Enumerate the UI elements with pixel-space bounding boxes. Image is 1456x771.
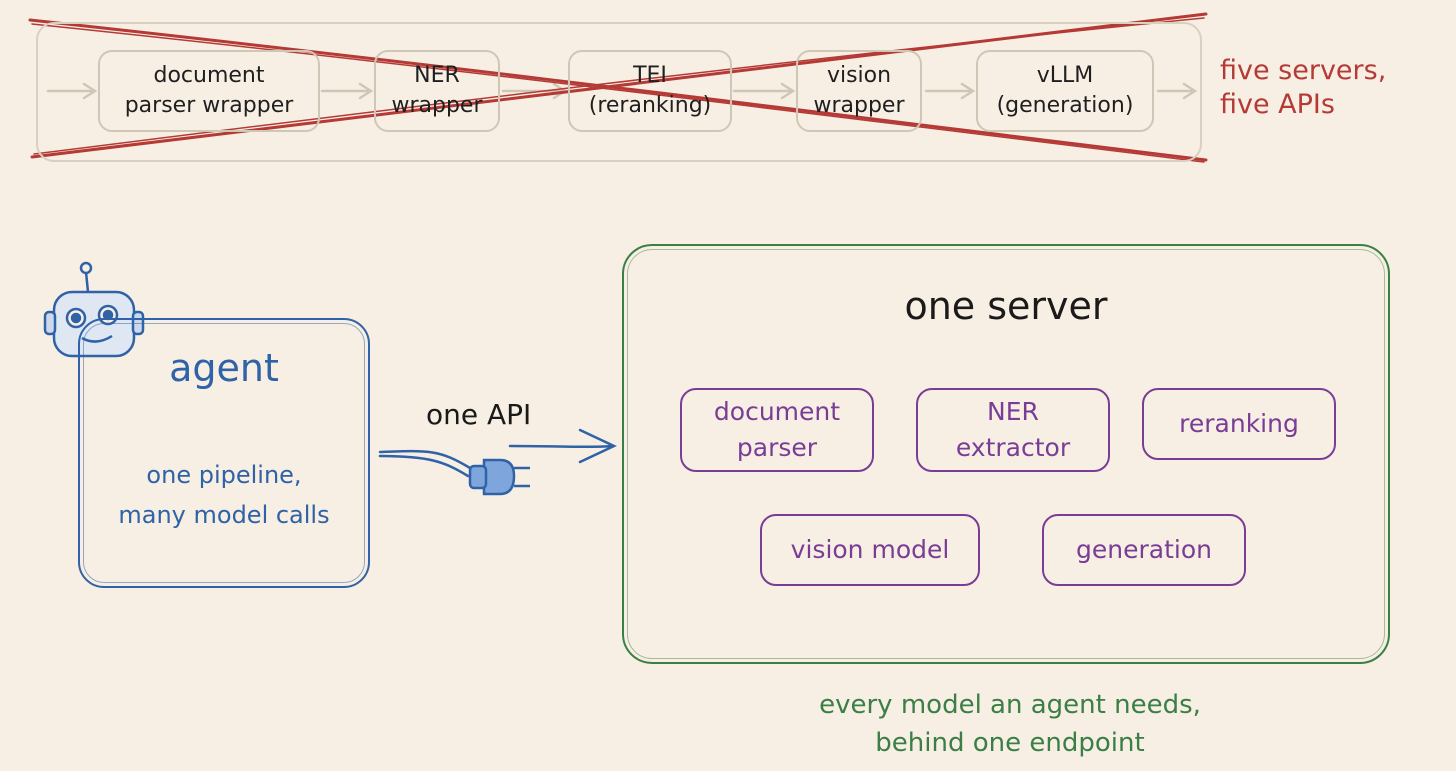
old-pipeline-note: five servers, five APIs	[1220, 55, 1387, 120]
old-box-tei: TEI (reranking)	[568, 50, 732, 132]
strike-through-lines	[28, 12, 1208, 163]
plug-icon	[468, 458, 530, 496]
agent-box	[78, 318, 370, 588]
module-reranking: reranking	[1142, 388, 1336, 460]
old-box-vllm: vLLM (generation)	[976, 50, 1154, 132]
old-box-ner: NER wrapper	[374, 50, 500, 132]
module-document-parser: document parser	[680, 388, 874, 472]
agent-title: agent	[169, 346, 279, 390]
api-label: one API	[426, 398, 532, 431]
server-caption: every model an agent needs, behind one e…	[819, 690, 1201, 758]
module-ner-extractor: NER extractor	[916, 388, 1110, 472]
agent-subtitle: one pipeline, many model calls	[118, 461, 330, 529]
module-generation: generation	[1042, 514, 1246, 586]
module-vision-model: vision model	[760, 514, 980, 586]
server-title: one server	[904, 284, 1108, 328]
old-box-vision: vision wrapper	[796, 50, 922, 132]
api-connection	[378, 428, 617, 478]
server-box	[622, 244, 1390, 664]
old-pipeline-frame	[36, 22, 1202, 162]
old-box-document-parser: document parser wrapper	[98, 50, 320, 132]
